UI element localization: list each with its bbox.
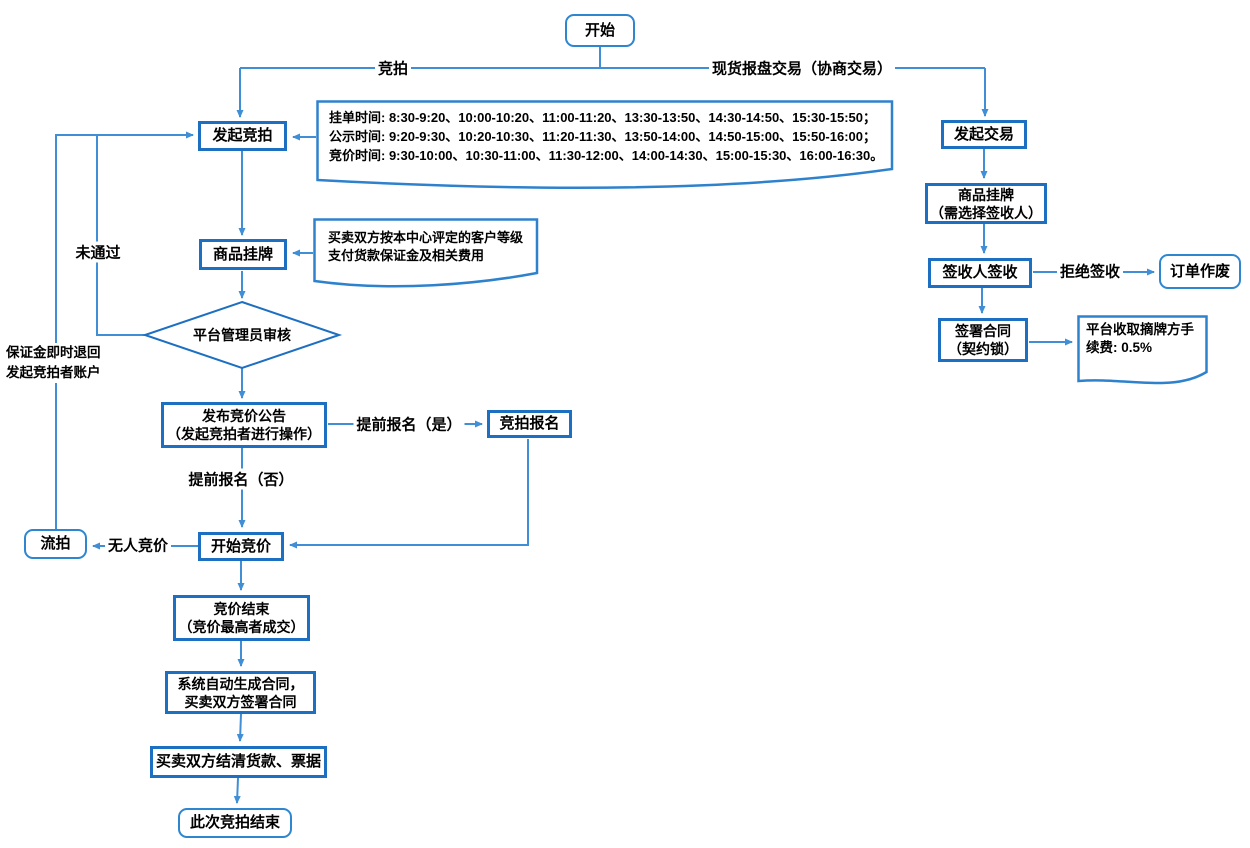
edge-label-deposit-refund-line-2: 发起竞拍者账户 <box>6 365 101 380</box>
node-start-bidding-label: 开始竞价 <box>210 537 271 555</box>
edge-label-spot-trade: 现货报盘交易（协商交易） <box>708 57 896 79</box>
node-recipient-sign-label: 签收人签收 <box>942 264 1018 281</box>
annotation-deposit-requirement: 买卖双方按本中心评定的客户等级 支付货款保证金及相关费用 <box>313 218 539 298</box>
fee-line-1: 平台收取摘牌方手 <box>1086 322 1194 337</box>
document-shape <box>313 218 539 288</box>
node-auction-signup-label: 竞拍报名 <box>499 415 560 432</box>
node-publish-announcement: 发布竞价公告 （发起竞拍者进行操作） <box>161 402 327 448</box>
schedule-line-2: 公示时间: 9:20-9:30、10:20-10:30、11:20-11:30、… <box>329 129 877 144</box>
node-start-label: 开始 <box>584 21 615 39</box>
node-auction-finished: 此次竞拍结束 <box>178 808 292 838</box>
edge-label-early-signup-yes: 提前报名（是） <box>353 413 465 435</box>
edge-contract-to-settle <box>236 713 244 742</box>
node-settlement-label: 买卖双方结清货款、票据 <box>155 753 321 770</box>
node-start: 开始 <box>565 14 635 47</box>
deposit-line-1: 买卖双方按本中心评定的客户等级 <box>328 230 524 245</box>
node-bidding-end-line-2: （竞价最高者成交） <box>178 619 305 635</box>
schedule-line-1: 挂单时间: 8:30-9:20、10:00-10:20、11:00-11:20、… <box>329 110 877 125</box>
edge-label-deposit-refund-line-1: 保证金即时退回 <box>6 345 101 360</box>
edge-label-not-passed: 未通过 <box>72 241 124 263</box>
document-shape <box>1077 315 1208 385</box>
fee-line-2: 续费: 0.5% <box>1086 340 1153 355</box>
node-auction-finished-label: 此次竞拍结束 <box>189 814 280 831</box>
node-contract-generation-line-1: 系统自动生成合同， <box>177 675 304 692</box>
deposit-line-2: 支付货款保证金及相关费用 <box>328 248 485 263</box>
node-listing-select-recipient: 商品挂牌 （需选择签收人） <box>925 183 1047 224</box>
node-recipient-sign: 签收人签收 <box>928 258 1032 288</box>
node-admin-review: 平台管理员审核 <box>145 302 339 368</box>
node-product-listing: 商品挂牌 <box>199 239 287 270</box>
node-initiate-auction: 发起竞拍 <box>198 121 287 151</box>
node-listing-select-recipient-line-1: 商品挂牌 <box>958 186 1014 203</box>
node-order-void-label: 订单作废 <box>1169 262 1230 280</box>
document-shape <box>316 100 894 190</box>
annotation-schedule: 挂单时间: 8:30-9:20、10:00-10:20、11:00-11:20、… <box>316 100 894 200</box>
edge-label-auction: 竞拍 <box>374 57 412 79</box>
node-bidding-end-line-1: 竞价结束 <box>213 601 270 617</box>
node-order-void: 订单作废 <box>1159 254 1241 289</box>
edge-label-no-bidders: 无人竞价 <box>104 534 172 556</box>
edge-label-deposit-refund: 保证金即时退回 发起竞拍者账户 <box>3 343 104 383</box>
node-initiate-trade-label: 发起交易 <box>953 125 1014 143</box>
edge-signup-to-bidding <box>289 439 529 549</box>
edge-review-not-passed <box>96 135 145 336</box>
node-sign-contract-line-2: （契约锁） <box>948 341 1018 357</box>
node-settlement: 买卖双方结清货款、票据 <box>150 746 327 778</box>
node-initiate-trade: 发起交易 <box>941 120 1027 149</box>
node-product-listing-label: 商品挂牌 <box>212 245 273 263</box>
edge-label-early-signup-no: 提前报名（否） <box>185 468 297 490</box>
node-start-bidding: 开始竞价 <box>198 532 284 561</box>
edge-settle-to-finish <box>233 777 241 804</box>
node-contract-generation: 系统自动生成合同， 买卖双方签署合同 <box>165 671 316 714</box>
node-contract-generation-line-2: 买卖双方签署合同 <box>184 693 297 710</box>
node-failed-auction-label: 流拍 <box>40 535 71 552</box>
schedule-line-3: 竞价时间: 9:30-10:00、10:30-11:00、11:30-12:00… <box>329 148 884 163</box>
node-sign-contract: 签署合同 （契约锁） <box>938 318 1028 362</box>
node-initiate-auction-label: 发起竞拍 <box>212 127 273 144</box>
edge-label-refuse-sign: 拒绝签收 <box>1056 260 1124 282</box>
annotation-platform-fee: 平台收取摘牌方手 续费: 0.5% <box>1077 315 1209 397</box>
node-admin-review-label: 平台管理员审核 <box>193 327 291 343</box>
node-bidding-end: 竞价结束 （竞价最高者成交） <box>173 595 310 641</box>
node-sign-contract-line-1: 签署合同 <box>955 323 1011 339</box>
node-publish-announcement-line-2: （发起竞拍者进行操作） <box>167 426 321 442</box>
node-listing-select-recipient-line-2: （需选择签收人） <box>930 204 1042 221</box>
node-publish-announcement-line-1: 发布竞价公告 <box>202 408 286 424</box>
node-failed-auction: 流拍 <box>24 529 87 559</box>
node-auction-signup: 竞拍报名 <box>487 410 572 438</box>
